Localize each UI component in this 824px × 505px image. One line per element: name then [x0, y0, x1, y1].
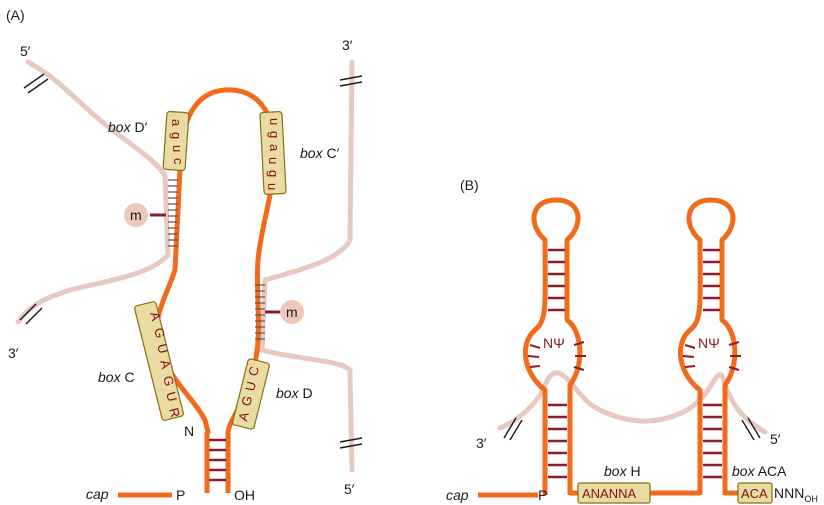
- break-mark-left-top-2: [28, 79, 48, 93]
- hairpin-left-pairs: [548, 250, 567, 477]
- box-d-label: box: [276, 385, 300, 401]
- svg-text:box C: box C: [98, 369, 135, 385]
- box-c-prime-nt: u: [266, 157, 281, 164]
- box-d-prime-label: box: [108, 119, 132, 135]
- svg-text:NNNOH: NNNOH: [774, 485, 818, 504]
- methyl-label-left: m: [130, 207, 142, 223]
- box-c-prime-name: C′: [326, 145, 339, 161]
- box-c-nt: G: [151, 326, 168, 339]
- box-c-name: C: [124, 369, 134, 385]
- n-label-a: N: [184, 423, 194, 439]
- box-c-prime-nt: g: [266, 170, 281, 177]
- box-d-prime-nt: c: [171, 158, 186, 165]
- box-d-prime-nt: a: [169, 119, 184, 127]
- tail-seq: NNN: [774, 485, 804, 501]
- box-aca-label: box: [732, 463, 756, 479]
- panel-a-label: (A): [6, 7, 25, 23]
- panel-b-label: (B): [460, 177, 479, 193]
- cap-label-b: cap: [446, 487, 469, 503]
- target-rna-left: [18, 62, 168, 322]
- label-3prime-a-top: 3′: [342, 37, 353, 53]
- svg-text:box C′: box C′: [300, 145, 340, 161]
- svg-text:box H: box H: [604, 463, 641, 479]
- break-mark-left-bottom-1: [20, 304, 36, 320]
- box-aca-seq: ACA: [741, 486, 768, 501]
- box-c-prime-nt: a: [267, 144, 282, 152]
- box-c-label: box: [98, 369, 122, 385]
- tail-oh: OH: [804, 494, 818, 504]
- box-aca-name: ACA: [758, 463, 787, 479]
- label-3prime-a-left: 3′: [8, 345, 19, 361]
- box-h-label: box: [604, 463, 628, 479]
- box-d-prime-nt: u: [170, 145, 185, 152]
- box-c-prime-nt: u: [265, 183, 280, 190]
- svg-text:box D′: box D′: [108, 119, 148, 135]
- oh-label-a: OH: [234, 487, 255, 503]
- psi-label-right: NΨ: [698, 335, 720, 351]
- box-d-name: D: [302, 385, 312, 401]
- label-5prime-b: 5′: [770, 431, 781, 447]
- p-label-b: P: [538, 487, 547, 503]
- p-label-a: P: [176, 487, 185, 503]
- box-c-prime-nt: u: [267, 118, 282, 125]
- break-mark-left-top-1: [24, 74, 44, 88]
- methyl-label-right: m: [286, 304, 298, 320]
- psi-label-left: NΨ: [543, 335, 565, 351]
- box-h-seq: ANANNA: [582, 486, 637, 501]
- box-d-prime-name: D′: [134, 119, 147, 135]
- box-c-prime-label: box: [300, 145, 324, 161]
- svg-text:box D: box D: [276, 385, 313, 401]
- cap-label-a: cap: [86, 486, 109, 502]
- box-d-prime-nt: g: [169, 132, 184, 139]
- svg-text:box ACA: box ACA: [732, 463, 787, 479]
- box-c-prime-nt: g: [267, 131, 282, 138]
- label-5prime-a-right: 5′: [344, 481, 355, 497]
- hairpin-right-pairs: [703, 250, 722, 477]
- box-h-name: H: [630, 463, 640, 479]
- label-3prime-b: 3′: [476, 435, 487, 451]
- label-5prime-a: 5′: [20, 43, 31, 59]
